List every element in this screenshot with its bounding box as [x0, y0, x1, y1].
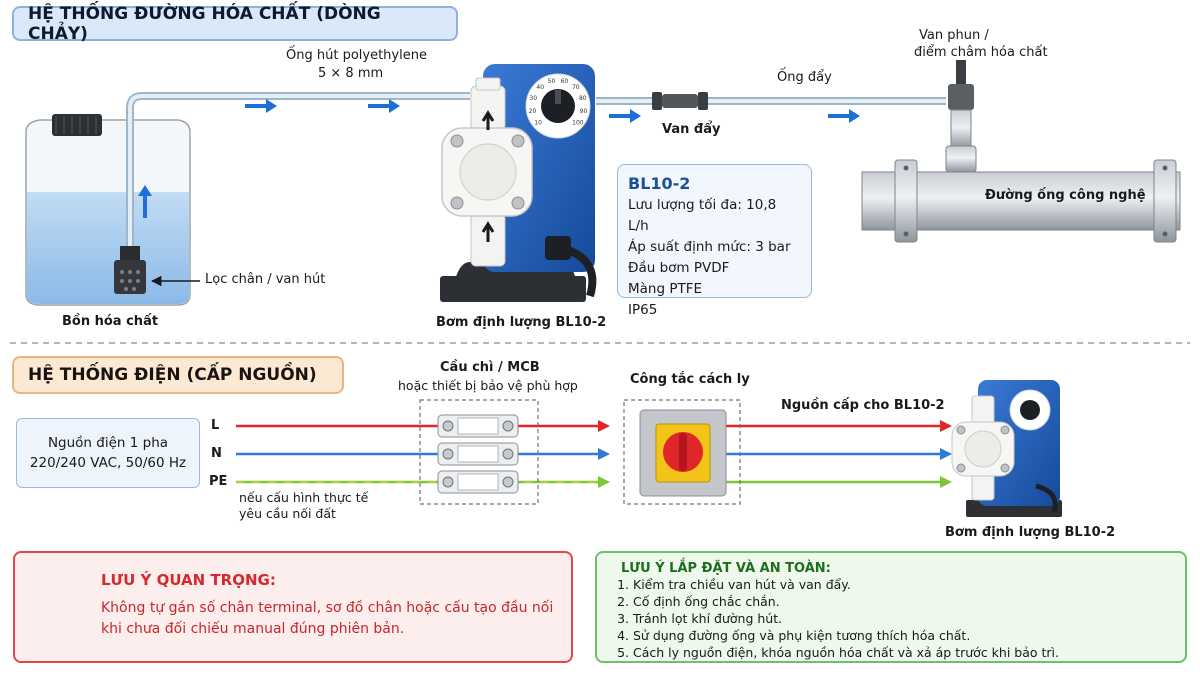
power-section-header: HỆ THỐNG ĐIỆN (CẤP NGUỒN) [12, 356, 344, 394]
switch-label: Công tắc cách ly [630, 372, 750, 387]
fuse-mcb [419, 399, 539, 505]
injection-label-2: điểm châm hóa chất [914, 45, 1048, 60]
warning-box: LƯU Ý QUAN TRỌNG: Không tự gán số chân t… [13, 551, 573, 663]
warning-body: Không tự gán số chân terminal, sơ đồ châ… [101, 598, 553, 640]
wire-l-label: L [211, 418, 220, 433]
wire-n [236, 448, 952, 460]
dial-tick-label: 100 [572, 120, 584, 127]
warning-line1: Không tự gán số chân terminal, sơ đồ châ… [101, 600, 554, 616]
foot-filter [114, 246, 146, 294]
spec-line: IP65 [628, 302, 658, 318]
injection-valve [945, 60, 977, 173]
power-source-line1: Nguồn điện 1 pha [47, 435, 169, 451]
discharge-valve [652, 92, 708, 110]
dosing-pump-small [951, 380, 1062, 517]
pe-note-2: yêu cầu nối đất [239, 506, 336, 521]
dial-tick-label: 20 [529, 108, 537, 115]
power-source-box: Nguồn điện 1 pha 220/240 VAC, 50/60 Hz [16, 418, 200, 488]
warning-line2: khi chưa đối chiếu manual đúng phiên bản… [101, 621, 405, 637]
spec-card: BL10-2 Lưu lượng tối đa: 10,8 L/h Áp suấ… [617, 164, 812, 318]
dial-tick-label: 70 [572, 84, 580, 91]
dial-tick-label: 50 [548, 78, 556, 85]
suction-tube-label: Ống hút polyethylene [286, 48, 427, 63]
spec-title: BL10-2 [628, 174, 691, 193]
spec-line: Màng PTFE [628, 281, 703, 297]
safety-notes-title: LƯU Ý LẮP ĐẶT VÀ AN TOÀN: [621, 561, 831, 576]
fuse-holder [437, 414, 519, 438]
discharge-tube-label: Ống đẩy [777, 70, 832, 85]
suction-tube [126, 92, 470, 250]
dial-tick-label: 40 [536, 84, 544, 91]
power-section-title: HỆ THỐNG ĐIỆN (CẤP NGUỒN) [28, 365, 317, 385]
pump-label: Bơm định lượng BL10-2 [436, 315, 607, 330]
chemical-tank [25, 114, 191, 306]
discharge-valve-label: Van đẩy [662, 122, 721, 137]
spec-line: Áp suất định mức: 3 bar [628, 239, 791, 255]
dial-tick-label: 80 [579, 95, 587, 102]
wire-pe [236, 476, 952, 488]
process-pipe [861, 159, 1181, 243]
list-item: Cố định ống chắc chắn. [633, 593, 1059, 610]
foot-filter-label: Lọc chân / van hút [205, 272, 326, 287]
safety-notes-box: LƯU Ý LẮP ĐẶT VÀ AN TOÀN: Kiểm tra chiều… [595, 551, 1187, 663]
power-source-line2: 220/240 VAC, 50/60 Hz [29, 455, 187, 471]
fuse-sublabel: hoặc thiết bị bảo vệ phù hợp [398, 378, 578, 393]
list-item: Cách ly nguồn điện, khóa nguồn hóa chất … [633, 644, 1059, 661]
spec-line: Đầu bơm PVDF [628, 260, 730, 276]
dial-tick-label: 10 [534, 120, 542, 127]
wire-n-label: N [211, 446, 222, 461]
tank-label: Bồn hóa chất [62, 314, 159, 329]
flow-section-title: HỆ THỐNG ĐƯỜNG HÓA CHẤT (DÒNG CHẢY) [28, 3, 381, 44]
dial-tick-label: 30 [529, 95, 537, 102]
isolation-switch [623, 399, 741, 505]
injection-label-1: Van phun / [919, 28, 989, 43]
wire-pe-label: PE [209, 474, 228, 489]
pe-note-1: nếu cấu hình thực tế [239, 490, 369, 505]
wire-l [236, 420, 952, 432]
list-item: Kiểm tra chiều van hút và van đẩy. [633, 576, 1059, 593]
list-item: Tránh lọt khí đường hút. [633, 610, 1059, 627]
suction-tube-size: 5 × 8 mm [318, 66, 384, 81]
dial-tick-label: 90 [580, 108, 588, 115]
small-pump-label: Bơm định lượng BL10-2 [945, 525, 1116, 540]
dial-tick-label: 60 [561, 78, 569, 85]
fuse-holder [437, 442, 519, 466]
fuse-holder [437, 470, 519, 494]
process-pipe-label: Đường ống công nghệ [985, 188, 1146, 203]
warning-title: LƯU Ý QUAN TRỌNG: [101, 571, 276, 589]
spec-line: Lưu lượng tối đa: 10,8 L/h [628, 197, 777, 234]
fuse-label: Cầu chì / MCB [440, 360, 540, 375]
supply-label: Nguồn cấp cho BL10-2 [781, 398, 945, 413]
flow-section-header: HỆ THỐNG ĐƯỜNG HÓA CHẤT (DÒNG CHẢY) [12, 3, 458, 44]
list-item: Sử dụng đường ống và phụ kiện tương thíc… [633, 627, 1059, 644]
safety-notes-list: Kiểm tra chiều van hút và van đẩy. Cố đị… [601, 576, 1059, 661]
